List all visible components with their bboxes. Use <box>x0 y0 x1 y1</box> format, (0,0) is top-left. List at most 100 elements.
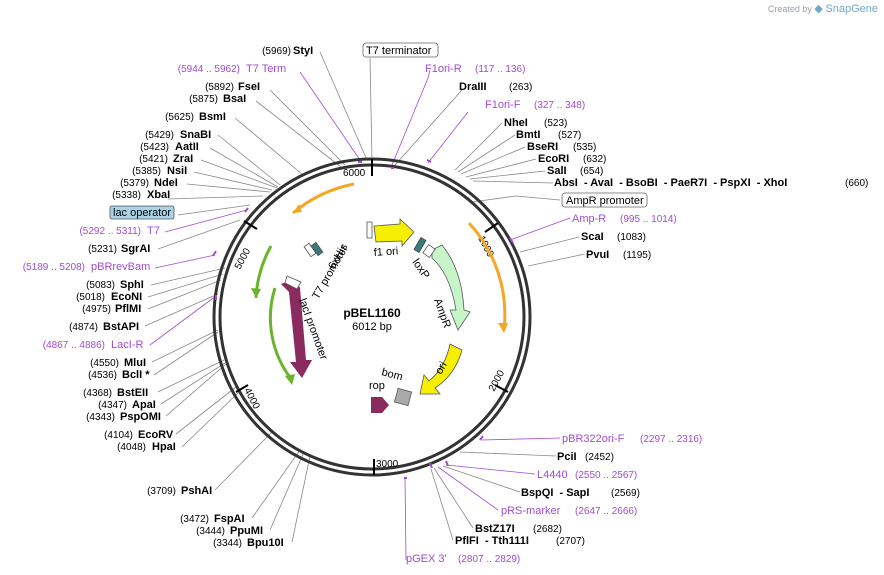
site-number: (3709) <box>147 486 176 497</box>
snapgene-branding: Created by ◆ SnapGene <box>768 2 878 15</box>
site-label: BstAPI <box>103 321 139 333</box>
site-label: SgrAI <box>121 243 150 255</box>
site-label: Amp-R <box>572 213 606 225</box>
site-label: NsiI <box>167 165 187 177</box>
site-label: PciI <box>557 451 577 463</box>
site-label: EcoRV <box>138 429 174 441</box>
site-label: XbaI <box>147 189 170 201</box>
site-number: (2550 .. 2567) <box>575 470 637 481</box>
site-label: pRS-marker <box>501 505 561 517</box>
site-label: SalI <box>547 165 567 177</box>
site-number: (632) <box>583 154 606 165</box>
site-label: PshAI <box>181 485 212 497</box>
orange-arc-top <box>292 182 355 215</box>
site-label: PpuMI <box>230 525 263 537</box>
site-number: (995 .. 1014) <box>620 214 677 225</box>
site-label: ZraI <box>173 153 193 165</box>
site-number: (5969) <box>262 46 291 57</box>
site-label: Bpu10I <box>247 537 284 549</box>
site-label: HpaI <box>152 441 176 453</box>
site-number: (5083) <box>86 280 115 291</box>
site-number: (5379) <box>120 178 149 189</box>
bom-box <box>393 387 413 407</box>
site-label: pBR322ori-F <box>562 433 625 445</box>
site-label: BsaI <box>223 93 246 105</box>
site-number: (654) <box>580 166 603 177</box>
site-number: (5423) <box>140 142 169 153</box>
site-label: F1ori-R <box>425 63 462 75</box>
site-number: (3344) <box>213 538 242 549</box>
site-number: (2452) <box>585 452 614 463</box>
site-number: (5018) <box>76 292 105 303</box>
primer-site-marks <box>212 159 514 479</box>
site-number: (4874) <box>69 322 98 333</box>
site-label: F1ori-F <box>485 99 521 111</box>
site-label: SphI <box>120 279 144 291</box>
site-number: (5429) <box>145 130 174 141</box>
inner-features <box>281 218 471 413</box>
site-number: (5421) <box>139 154 168 165</box>
site-number: (4104) <box>104 430 133 441</box>
site-number: (1083) <box>617 232 646 243</box>
site-label: BstEII <box>117 387 148 399</box>
site-number: (5625) <box>165 112 194 123</box>
site-label: pBRrevBam <box>91 261 150 273</box>
rop-arrow <box>371 397 389 413</box>
site-label: DraIII <box>459 81 487 93</box>
ori-arrow <box>419 343 463 395</box>
site-number: (2569) <box>611 488 640 499</box>
site-number: (2707) <box>556 536 585 547</box>
site-number: (1195) <box>623 250 651 261</box>
site-label: NdeI <box>154 177 178 189</box>
site-label: BspQI - SapI <box>521 487 589 499</box>
site-label: SnaBI <box>180 129 211 141</box>
label-bom: bom <box>380 366 404 383</box>
t7-terminator-box <box>362 42 439 58</box>
site-number: (2682) <box>533 524 562 535</box>
ampr-promoter-box <box>561 192 648 208</box>
site-number: (4867 .. 4886) <box>43 340 105 351</box>
site-number: (117 .. 136) <box>475 64 525 75</box>
label-6xhis: 6xHis <box>326 241 350 271</box>
site-label: FseI <box>238 81 260 93</box>
site-label: BclI * <box>122 369 150 381</box>
site-label: PflFI - Tth111I <box>455 535 529 547</box>
label-rop: rop <box>369 380 385 392</box>
label-loxp: loxP <box>410 257 432 281</box>
site-number: (327 .. 348) <box>534 100 585 111</box>
site-label: FspAI <box>214 513 245 525</box>
site-label: StyI <box>293 45 313 57</box>
site-number: (3444) <box>196 526 225 537</box>
site-number: (2647 .. 2666) <box>575 506 637 517</box>
site-label: T7 Term <box>246 63 286 75</box>
site-label: EcoNI <box>111 291 142 303</box>
site-label: PvuI <box>586 249 609 261</box>
label-f1-ori: f1 ori <box>373 245 398 259</box>
site-number: (5338) <box>112 190 141 201</box>
site-label: MluI <box>124 357 146 369</box>
site-number: (4343) <box>86 412 115 423</box>
site-label: BmtI <box>516 129 540 141</box>
laci-arrow <box>281 281 312 378</box>
site-label: AbsI - AvaI - BsoBI - PaeR7I - PspXI - X… <box>554 177 787 189</box>
site-number: (3472) <box>180 514 209 525</box>
site-label: LacI-R <box>111 339 143 351</box>
site-label: BstZ17I <box>475 523 515 535</box>
site-number: (2807 .. 2829) <box>458 554 520 565</box>
lac-operator-box <box>109 205 175 220</box>
label-ampr: AmpR <box>431 297 453 330</box>
site-number: (4536) <box>88 370 117 381</box>
site-label: BseRI <box>527 141 558 153</box>
site-number: (5892) <box>205 82 234 93</box>
site-number: (4048) <box>117 442 146 453</box>
right-site-labels: F1ori-R (117 .. 136) DraIII (263) F1ori-… <box>406 63 868 565</box>
site-label: lac operator <box>113 207 171 219</box>
orange-arc-right <box>467 221 507 331</box>
site-label: PflMI <box>115 303 141 315</box>
snapgene-logo-icon: ◆ <box>814 3 823 15</box>
f1-ori-arrow <box>373 218 415 248</box>
site-label: pGEX 3' <box>406 553 447 565</box>
site-number: (527) <box>558 130 581 141</box>
plasmid-name: pBEL1160 <box>343 306 401 320</box>
site-number: (535) <box>573 142 596 153</box>
